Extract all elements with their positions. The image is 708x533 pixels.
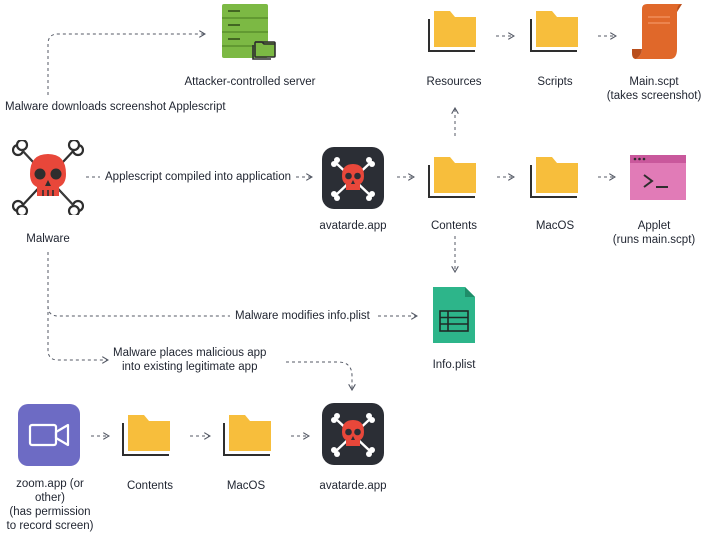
- applet-label: Applet (runs main.scpt): [612, 220, 696, 246]
- edge-malware-modifies: [47, 252, 230, 317]
- main-scpt-label: Main.scpt (takes screenshot): [606, 76, 702, 102]
- contents-folder-top: [428, 155, 484, 199]
- server-node: [222, 4, 278, 60]
- macos-bottom-label: MacOS: [226, 480, 266, 492]
- info-plist-node: [433, 287, 477, 343]
- main-scpt-node: [632, 3, 684, 61]
- zoom-label: zoom.app (or other) (has permission to r…: [6, 478, 94, 532]
- folder-icon: [530, 157, 578, 198]
- resources-label: Resources: [426, 76, 482, 88]
- folder-icon: [122, 415, 170, 456]
- zoom-app-node: [18, 404, 80, 466]
- edge-places-to-avatarde: [286, 361, 352, 390]
- edge-label-modifies: Malware modifies info.plist: [232, 309, 373, 323]
- video-camera-icon: [18, 404, 80, 466]
- avatarde-bottom-label: avatarde.app: [319, 480, 387, 492]
- edge-label-downloads: Malware downloads screenshot Applescript: [2, 100, 229, 114]
- server-icon: [222, 4, 276, 60]
- info-plist-label: Info.plist: [432, 359, 476, 371]
- malware-node: [11, 138, 85, 218]
- avatarde-top-label: avatarde.app: [319, 220, 387, 232]
- avatarde-app-top: [322, 147, 384, 209]
- folder-icon: [530, 11, 578, 52]
- contents-folder-bottom: [122, 413, 178, 457]
- edge-malware-places: [47, 306, 108, 360]
- connector-layer: [47, 0, 708, 522]
- skull-app-icon: [322, 403, 384, 465]
- applet-node: [630, 155, 688, 201]
- terminal-icon: [630, 155, 686, 200]
- macos-top-label: MacOS: [535, 220, 575, 232]
- macos-folder-top: [530, 155, 586, 199]
- edge-malware-to-server: [47, 34, 205, 95]
- resources-folder: [428, 9, 484, 53]
- edge-label-compiled: Applescript compiled into application: [102, 170, 295, 184]
- folder-icon: [428, 11, 476, 52]
- scripts-folder: [530, 9, 586, 53]
- contents-top-label: Contents: [430, 220, 478, 232]
- spreadsheet-icon: [433, 287, 475, 343]
- folder-icon: [223, 415, 271, 456]
- macos-folder-bottom: [223, 413, 279, 457]
- malware-label: Malware: [26, 233, 70, 245]
- scroll-icon: [632, 4, 682, 59]
- edge-label-places: Malware places malicious app into existi…: [110, 346, 270, 374]
- scripts-label: Scripts: [537, 76, 573, 88]
- server-label: Attacker-controlled server: [184, 76, 316, 88]
- skull-app-icon: [322, 147, 384, 209]
- avatarde-app-bottom: [322, 403, 384, 465]
- folder-icon: [428, 157, 476, 198]
- contents-bottom-label: Contents: [126, 480, 174, 492]
- skull-crossbones-icon: [11, 138, 85, 218]
